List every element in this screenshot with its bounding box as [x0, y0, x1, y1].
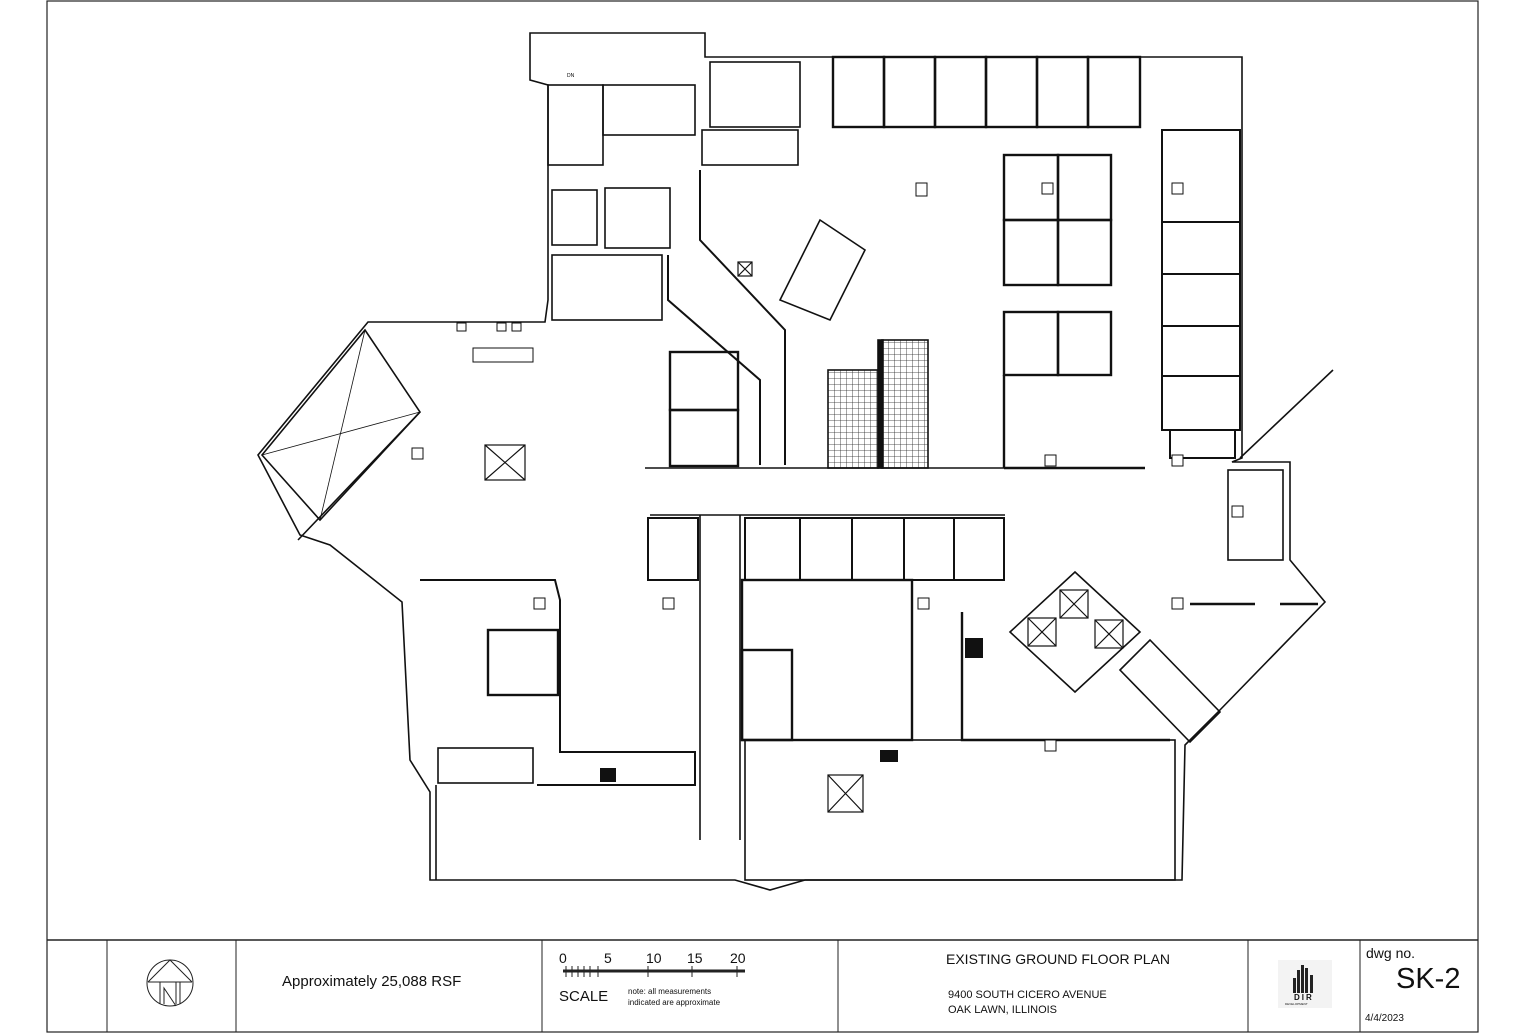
north-arrow-icon [146, 959, 194, 1007]
room [709, 61, 801, 128]
restroom-mens [827, 369, 879, 469]
office-row-top [831, 55, 1142, 129]
restroom-womens [881, 339, 929, 469]
elevator-equipment [604, 187, 671, 249]
structural-columns [411, 182, 1244, 752]
stair-diagonal [778, 218, 867, 322]
scale-bar [563, 966, 745, 977]
open-area-south [744, 739, 1176, 881]
office-pair [668, 350, 740, 468]
scale-note-line2: indicated are approximate [628, 998, 721, 1007]
equipment-block [600, 768, 616, 782]
elevator-shafts [484, 261, 1124, 813]
scale-note-line1: note: all measurements [628, 987, 712, 996]
room [701, 129, 799, 166]
address-line1: 9400 SOUTH CICERO AVENUE [948, 989, 1107, 1001]
logo-subtext: DEVELOPMENT [1285, 1002, 1308, 1006]
scale-label: SCALE [559, 988, 609, 1005]
building-outline [257, 32, 1327, 891]
office-column-right [1161, 129, 1241, 459]
equipment-block [880, 750, 898, 762]
scale-tick-5: 5 [604, 950, 612, 966]
floor-plan [257, 32, 1334, 891]
title-block [47, 939, 1478, 1032]
dir-development-logo [1278, 960, 1332, 1008]
room [547, 84, 604, 166]
stair-right [1118, 638, 1222, 744]
plumbing-chase [877, 339, 884, 469]
scale-tick-15: 15 [687, 950, 703, 966]
stair-direction-label: DN [567, 73, 575, 79]
room [602, 84, 696, 136]
area-label: Approximately 25,088 RSF [282, 973, 462, 990]
address-line2: OAK LAWN, ILLINOIS [948, 1004, 1058, 1016]
office-row-south [647, 517, 1005, 581]
office-cluster [1002, 153, 1113, 377]
restroom-small [437, 747, 534, 784]
scale-tick-20: 20 [730, 950, 746, 966]
conference-room [740, 578, 914, 742]
scale-tick-0: 0 [559, 950, 567, 966]
plan-title: EXISTING GROUND FLOOR PLAN [946, 951, 1171, 967]
stair [551, 189, 598, 246]
dwg-number: SK-2 [1396, 963, 1461, 995]
exterior-wall-diagonal [1239, 369, 1334, 459]
drawing-date: 4/4/2023 [1365, 1013, 1404, 1024]
elevator-lobby [1008, 570, 1142, 694]
room [740, 648, 794, 742]
room [486, 628, 560, 697]
room-right-wing [1227, 469, 1284, 561]
equipment-block [965, 638, 983, 658]
room [551, 254, 663, 321]
scale-tick-10: 10 [646, 950, 662, 966]
atrium-open-to-below [260, 328, 422, 522]
logo-text: DIR [1294, 993, 1314, 1002]
sheet-border [46, 0, 1479, 1033]
dwg-no-label: dwg no. [1366, 945, 1416, 961]
